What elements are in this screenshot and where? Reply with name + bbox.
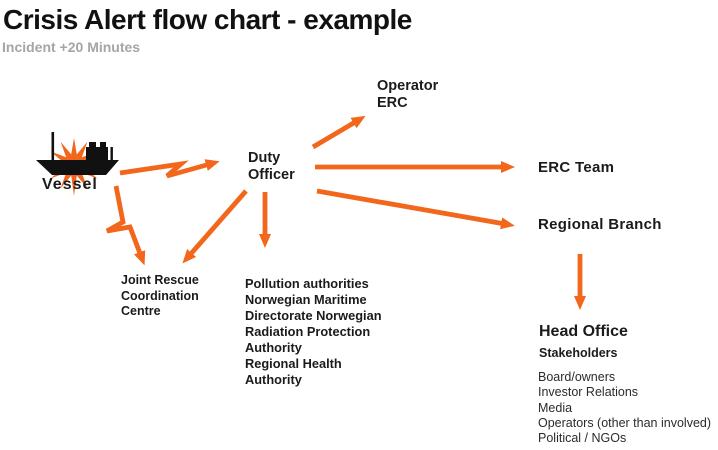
node-head-office: Head Office [539,323,628,340]
node-joint-rescue-coordination-centre: Joint Rescue Coordination Centre [121,273,199,318]
node-pollution-authorities: Pollution authorities Norwegian Maritime… [245,276,382,387]
stakeholders-heading: Stakeholders [539,346,618,360]
arrow-duty-officer-to-joint-rescue [182,189,248,264]
stakeholder-list: Board/owners Investor Relations Media Op… [538,370,712,446]
slide-subtitle: Incident +20 Minutes [2,39,141,55]
node-duty-officer: Duty Officer [248,150,295,183]
arrow-vessel-to-duty-officer [119,159,220,179]
arrow-duty-officer-to-regional-branch [316,188,515,230]
node-vessel-label: Vessel [42,176,98,193]
node-erc-team: ERC Team [538,159,615,176]
vessel-icon [36,132,119,175]
node-operator-erc: Operator ERC [377,78,439,111]
arrow-vessel-to-joint-rescue [105,185,146,266]
arrow-duty-officer-to-operator-erc [311,115,366,150]
node-regional-branch: Regional Branch [538,216,662,233]
slide-title: Crisis Alert flow chart - example [3,4,412,35]
